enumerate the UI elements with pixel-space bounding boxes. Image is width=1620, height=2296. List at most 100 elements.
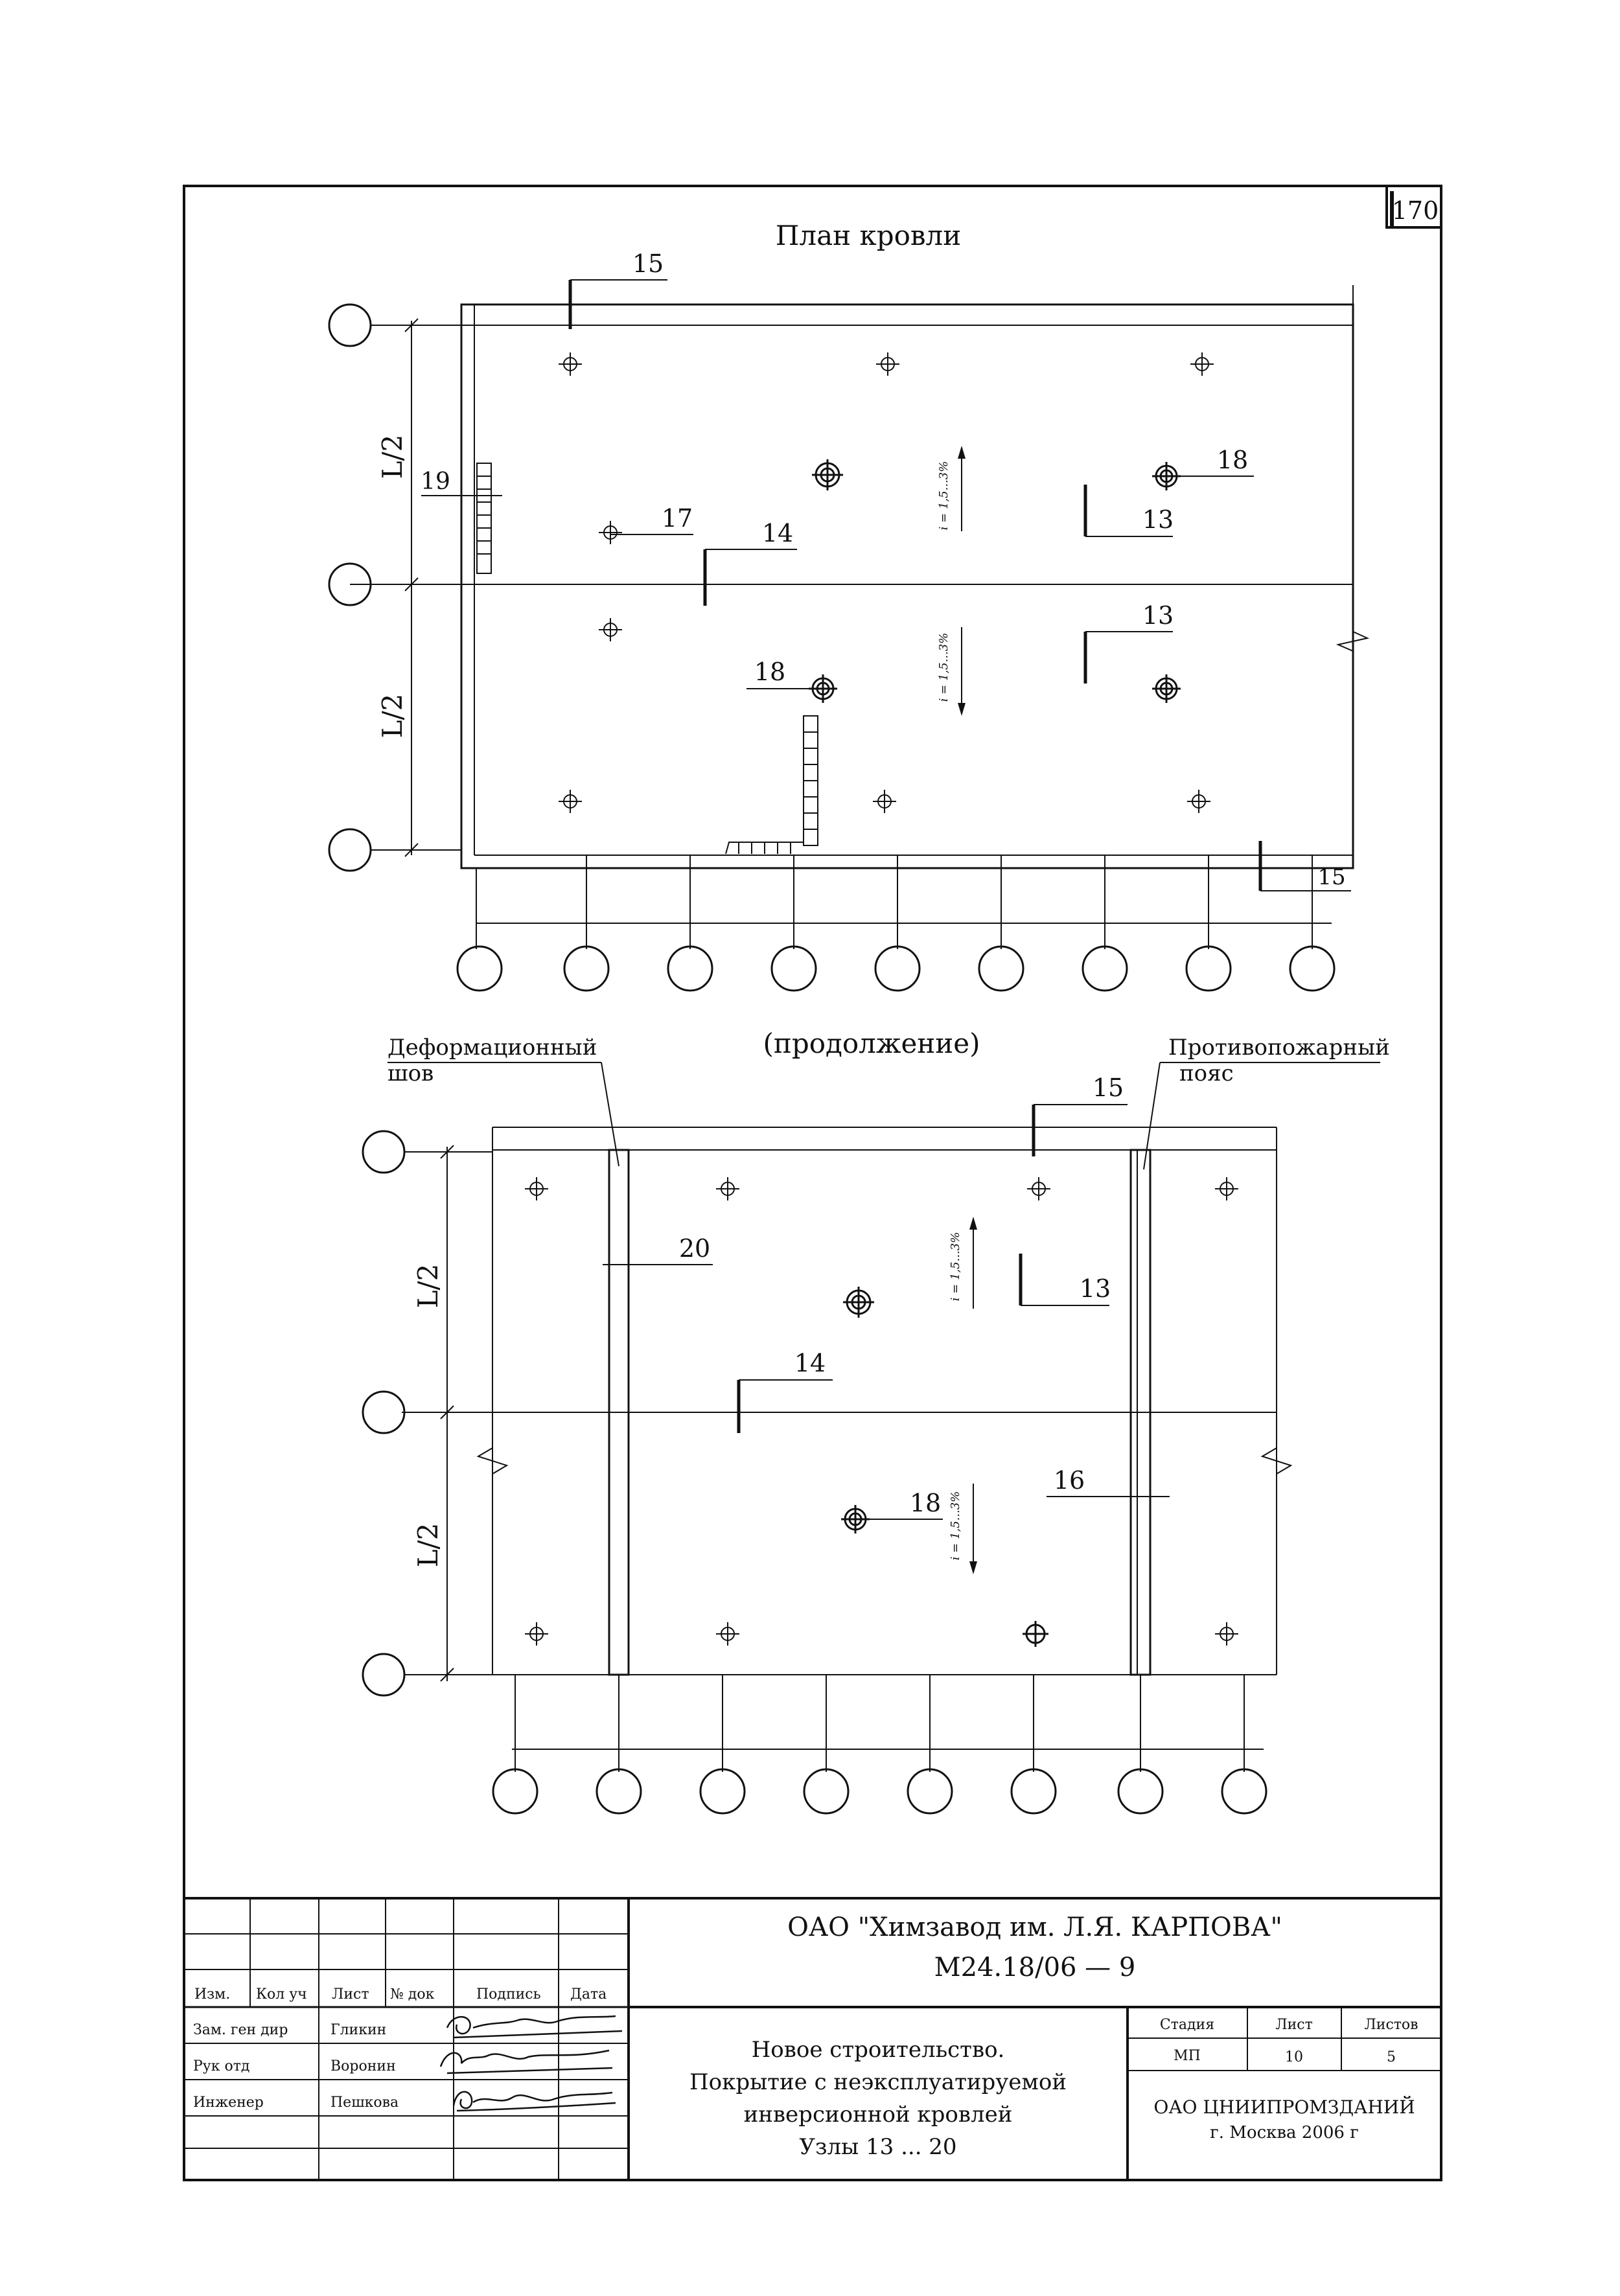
callout-18-b: 18 — [746, 658, 823, 689]
axis-bubble — [328, 828, 372, 872]
slope-arrow: i = 1,5...3% — [949, 1217, 977, 1309]
axis-bubble — [328, 303, 372, 347]
svg-text:Лист: Лист — [1275, 2017, 1313, 2033]
svg-text:20: 20 — [679, 1234, 710, 1263]
svg-text:18: 18 — [1217, 446, 1248, 474]
page-number-box: 170 — [1385, 185, 1442, 229]
svg-text:18: 18 — [754, 658, 785, 686]
roof-plan-1: План кровли L/2 L/2 — [328, 220, 1370, 992]
svg-text:18: 18 — [910, 1489, 941, 1517]
sheet-frame — [183, 185, 1442, 2181]
roof-outline — [460, 303, 1354, 869]
svg-text:Узлы 13 ... 20: Узлы 13 ... 20 — [799, 2134, 956, 2160]
company-name: ОАО "Химзавод им. Л.Я. КАРПОВА" — [787, 1912, 1282, 1942]
dim-label-l2: L/2 — [412, 1523, 444, 1568]
svg-text:Подпись: Подпись — [476, 1986, 541, 2003]
bottom-axis-bubbles — [492, 1768, 1267, 1815]
revision-headers: Изм. Кол уч Лист № док Подпись Дата — [194, 1986, 607, 2003]
signature-rows: Зам. ген дир Гликин Рук отд Воронин Инже… — [193, 2022, 399, 2111]
callout-13-a: 13 — [1083, 485, 1174, 537]
stage-sheet-cells: Стадия Лист Листов МП 10 5 — [1160, 2017, 1418, 2065]
svg-text:19: 19 — [421, 468, 450, 495]
drawing-description: Новое строительство. Покрытие с неэксплу… — [689, 2037, 1067, 2160]
callout-15-bottom: 15 — [1258, 841, 1351, 891]
axis-bubble — [328, 562, 372, 606]
expansion-joint-label: Деформационный — [388, 1035, 597, 1061]
callout-15: 15 — [1032, 1073, 1128, 1156]
parapet-hatch-left — [476, 463, 492, 574]
title-block: Изм. Кол уч Лист № док Подпись Дата Зам.… — [184, 1897, 1441, 2180]
svg-text:Дата: Дата — [570, 1986, 607, 2003]
svg-text:15: 15 — [1317, 864, 1345, 890]
person-name: Воронин — [330, 2058, 396, 2074]
bottom-axis-ticks — [476, 855, 1313, 949]
svg-text:Покрытие с неэксплуатируемой: Покрытие с неэксплуатируемой — [689, 2069, 1067, 2095]
dim-label-l2: L/2 — [376, 694, 408, 739]
slope-arrow: i = 1,5...3% — [937, 627, 966, 716]
dim-label-l2: L/2 — [376, 435, 408, 479]
page-number: 170 — [1392, 196, 1439, 225]
svg-text:Изм.: Изм. — [194, 1986, 230, 2003]
svg-text:Новое строительство.: Новое строительство. — [752, 2037, 1005, 2063]
svg-text:i = 1,5...3%: i = 1,5...3% — [937, 633, 951, 702]
document-code: М24.18/06 — 9 — [934, 1953, 1136, 1982]
callout-20: 20 — [603, 1234, 713, 1265]
parapet-hatch-bottom — [725, 715, 818, 855]
person-name: Пешкова — [330, 2095, 399, 2111]
role-label: Рук отд — [193, 2058, 249, 2074]
svg-text:17: 17 — [662, 504, 693, 533]
bottom-axis-bubbles — [456, 945, 1336, 992]
roof-drains — [559, 352, 1214, 813]
large-drains — [841, 1287, 1048, 1647]
svg-text:15: 15 — [632, 249, 664, 278]
dim-label-l2: L/2 — [412, 1264, 444, 1309]
svg-text:14: 14 — [762, 519, 793, 547]
svg-text:13: 13 — [1080, 1274, 1111, 1303]
callout-15-top: 15 — [568, 249, 667, 329]
axis-bubble — [362, 1390, 406, 1434]
svg-text:16: 16 — [1054, 1466, 1085, 1495]
callout-14: 14 — [703, 519, 797, 606]
callout-16: 16 — [1047, 1466, 1170, 1497]
slope-arrow: i = 1,5...3% — [937, 446, 966, 531]
organization: ОАО ЦНИИПРОМЗДАНИЙ — [1153, 2096, 1415, 2118]
roof-plan-2: (продолжение) Деформационный шов Противо… — [362, 1027, 1390, 1815]
svg-text:i = 1,5...3%: i = 1,5...3% — [937, 461, 951, 531]
callout-18-a: 18 — [1166, 446, 1254, 477]
svg-text:13: 13 — [1142, 601, 1174, 630]
firewall-label: Противопожарный — [1168, 1035, 1390, 1061]
svg-text:13: 13 — [1142, 505, 1174, 534]
large-drains — [809, 459, 1181, 703]
svg-text:МП: МП — [1174, 2048, 1201, 2064]
callout-17: 17 — [610, 504, 693, 535]
svg-text:Лист: Лист — [332, 1986, 369, 2003]
callout-14: 14 — [737, 1349, 833, 1433]
svg-text:14: 14 — [794, 1349, 826, 1377]
svg-text:10: 10 — [1285, 2049, 1303, 2065]
callout-13-b: 13 — [1083, 601, 1174, 683]
role-label: Инженер — [193, 2095, 264, 2111]
svg-text:5: 5 — [1387, 2049, 1396, 2065]
signature-scribbles — [439, 2015, 623, 2112]
role-label: Зам. ген дир — [193, 2022, 288, 2038]
bottom-axis-ticks — [515, 1675, 1245, 1772]
svg-text:Стадия: Стадия — [1160, 2017, 1214, 2033]
axis-bubble — [362, 1130, 406, 1174]
city-year: г. Москва 2006 г — [1210, 2123, 1359, 2142]
roof-plan-title: План кровли — [776, 220, 961, 251]
svg-text:15: 15 — [1093, 1073, 1124, 1102]
callout-18: 18 — [855, 1489, 943, 1520]
revision-grid — [184, 1898, 629, 2180]
callout-19: 19 — [421, 468, 502, 496]
svg-text:i = 1,5...3%: i = 1,5...3% — [949, 1491, 962, 1561]
callout-13: 13 — [1019, 1254, 1111, 1306]
svg-text:i = 1,5...3%: i = 1,5...3% — [949, 1232, 962, 1302]
expansion-joint-label: шов — [388, 1061, 434, 1086]
svg-text:№ док: № док — [390, 1986, 435, 2003]
break-mark — [1336, 615, 1370, 868]
svg-text:Листов: Листов — [1364, 2017, 1418, 2033]
continuation-title: (продолжение) — [763, 1027, 980, 1059]
svg-text:инверсионной кровлей: инверсионной кровлей — [744, 2102, 1013, 2128]
roof-drains — [525, 1177, 1238, 1646]
